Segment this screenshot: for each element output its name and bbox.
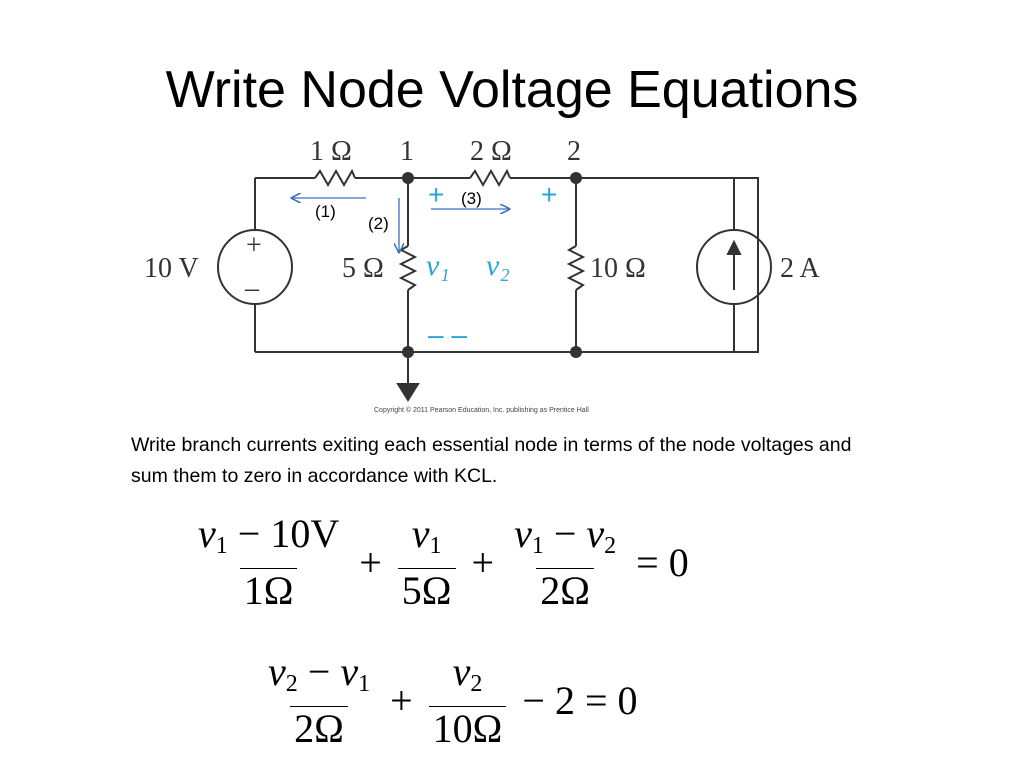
slide-title: Write Node Voltage Equations [165, 61, 859, 119]
eq1-term-2: v1 5Ω [397, 511, 456, 613]
label-v2: v₂ [486, 249, 510, 282]
current-label-2: (2) [368, 214, 389, 233]
eq1-term-2-numerator: v1 [411, 511, 442, 560]
voltage-minus-icon: – [244, 273, 260, 304]
label-v1: v₁ [426, 249, 450, 282]
plus-sign-2: + [541, 179, 557, 210]
eq1-rhs: = 0 [636, 540, 689, 585]
minus-signs: – – [428, 319, 467, 350]
label-node-2: 2 [567, 136, 581, 167]
ground-icon [396, 352, 420, 402]
eq1-term-3-denominator: 2Ω [536, 568, 594, 613]
label-5ohm: 5 Ω [342, 253, 384, 284]
resistor-10ohm [566, 245, 586, 291]
label-10v: 10 V [144, 253, 199, 284]
resistor-5ohm [398, 245, 418, 291]
instruction-text: Write branch currents exiting each essen… [131, 434, 852, 487]
eq1-term-2-denominator: 5Ω [397, 568, 456, 613]
label-2ohm: 2 Ω [470, 136, 512, 167]
eq1-plus-a: + [359, 540, 382, 585]
current-source-arrow-icon [726, 239, 742, 290]
label-2a: 2 A [780, 253, 820, 284]
equation-1: v1 − 10V 1Ω + v1 5Ω + v1 − v2 2Ω = 0 [186, 512, 697, 613]
resistor-2ohm [469, 168, 511, 188]
eq1-term-1-denominator: 1Ω [239, 568, 298, 613]
label-1ohm: 1 Ω [310, 136, 352, 167]
circuit-diagram: 1 Ω 1 2 Ω 2 10 V + – 5 Ω v₁ v₂ 10 Ω 2 A … [144, 136, 820, 414]
voltage-plus-icon: + [246, 230, 262, 261]
eq2-term-1: v2 − v1 2Ω [264, 650, 374, 751]
eq2-term-2-denominator: 10Ω [428, 706, 507, 751]
label-10ohm: 10 Ω [590, 253, 646, 284]
resistor-1ohm [314, 168, 356, 188]
current-source [696, 229, 772, 305]
eq1-term-3-numerator: v1 − v2 [514, 511, 617, 560]
node-dot-2 [570, 172, 582, 184]
eq2-term-2-numerator: v2 [452, 649, 483, 698]
plus-sign-1: + [428, 179, 444, 210]
node-dot-1 [402, 172, 414, 184]
eq2-term-1-numerator: v2 − v1 [268, 649, 371, 698]
current-label-1: (1) [315, 202, 336, 221]
voltage-source [217, 229, 293, 305]
eq1-term-1-numerator: v1 − 10V [198, 511, 340, 560]
copyright-text: Copyright © 2011 Pearson Education, Inc.… [374, 406, 589, 414]
eq1-plus-b: + [471, 540, 495, 585]
eq2-plus-a: + [390, 678, 413, 723]
eq2-term-1-denominator: 2Ω [290, 706, 348, 751]
eq1-term-1: v1 − 10V 1Ω [194, 512, 343, 613]
current-label-3: (3) [461, 189, 482, 208]
eq1-term-3: v1 − v2 2Ω [510, 512, 620, 613]
far-right-wire [733, 177, 759, 353]
eq2-rhs: − 2 = 0 [522, 678, 638, 723]
node-dot-4 [570, 346, 582, 358]
label-node-1: 1 [400, 136, 414, 167]
equation-2: v2 − v1 2Ω + v2 10Ω − 2 = 0 [256, 650, 646, 751]
eq2-term-2: v2 10Ω [428, 649, 507, 751]
